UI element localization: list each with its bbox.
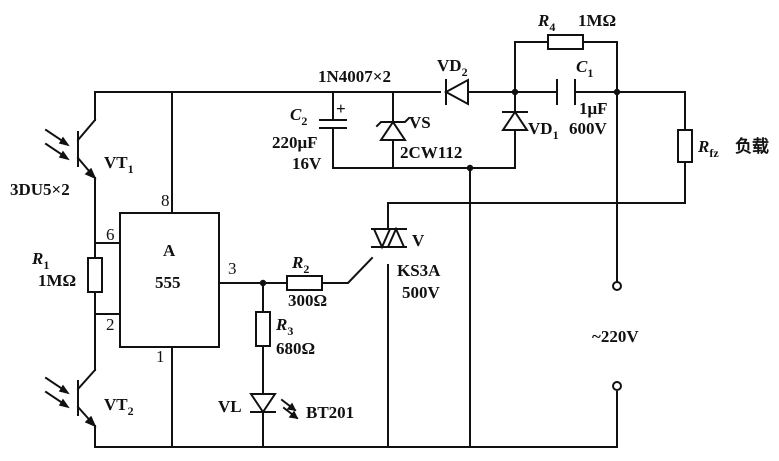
triac-part: KS3A (397, 261, 441, 280)
capacitor-c2 (319, 119, 347, 129)
led-label: VL (218, 397, 242, 416)
r1-value: 1MΩ (38, 271, 76, 290)
load-resistor (677, 129, 693, 163)
c2-plus-label: + (336, 99, 346, 118)
r4-label: R4 (537, 11, 555, 34)
pin-1-label: 1 (156, 347, 165, 366)
c2-voltage: 16V (292, 154, 322, 173)
vd1-label: VD1 (528, 119, 559, 142)
load-label: 负载 (735, 136, 769, 156)
vt1-label: VT1 (104, 153, 134, 176)
vt-part-label: 3DU5×2 (10, 180, 70, 199)
zener-vs (375, 116, 411, 141)
r3-label: R3 (275, 315, 293, 338)
c2-label: C2 (290, 105, 307, 128)
led-vl (249, 393, 299, 420)
r1-label: R1 (31, 249, 49, 272)
junction-dots (259, 88, 621, 287)
mains-terminal-bottom (612, 381, 622, 391)
r4-value: 1MΩ (578, 11, 616, 30)
vs-label: VS (409, 113, 431, 132)
mains-label: ~220V (592, 327, 639, 346)
ic-name: A (163, 241, 176, 260)
vt2-label: VT2 (104, 395, 134, 418)
diode-vd1 (501, 110, 529, 131)
r2-label: R2 (291, 253, 309, 276)
triac-label: V (412, 231, 425, 250)
diode-pair-label: 1N4007×2 (318, 67, 391, 86)
triac-v (371, 226, 407, 250)
r3-value: 680Ω (276, 339, 315, 358)
mains-terminal-top (612, 281, 622, 291)
ic-555 (119, 212, 220, 348)
resistor-r4 (547, 34, 584, 50)
pin-2-label: 2 (106, 315, 115, 334)
diode-vd2 (443, 78, 469, 106)
pin-3-label: 3 (228, 259, 237, 278)
c1-label: C1 (576, 57, 593, 80)
load-resistor-label: Rfz (697, 137, 719, 160)
resistor-r1 (87, 257, 103, 293)
resistor-r2 (286, 275, 323, 291)
c2-capacitance: 220μF (272, 133, 318, 152)
capacitor-c1 (556, 79, 576, 105)
wires (94, 41, 686, 448)
pin-8-label: 8 (161, 191, 170, 210)
r2-value: 300Ω (288, 291, 327, 310)
vs-part: 2CW112 (400, 143, 462, 162)
triac-rating: 500V (402, 283, 441, 302)
c1-capacitance: 1μF (579, 99, 608, 118)
phototransistor-vt1 (44, 118, 97, 180)
pin-6-label: 6 (106, 225, 115, 244)
resistor-r3 (255, 311, 271, 347)
vd2-label: VD2 (437, 56, 468, 79)
phototransistor-vt2 (44, 368, 97, 428)
ic-type: 555 (155, 273, 181, 292)
c1-voltage: 600V (569, 119, 608, 138)
led-part: BT201 (306, 403, 354, 422)
